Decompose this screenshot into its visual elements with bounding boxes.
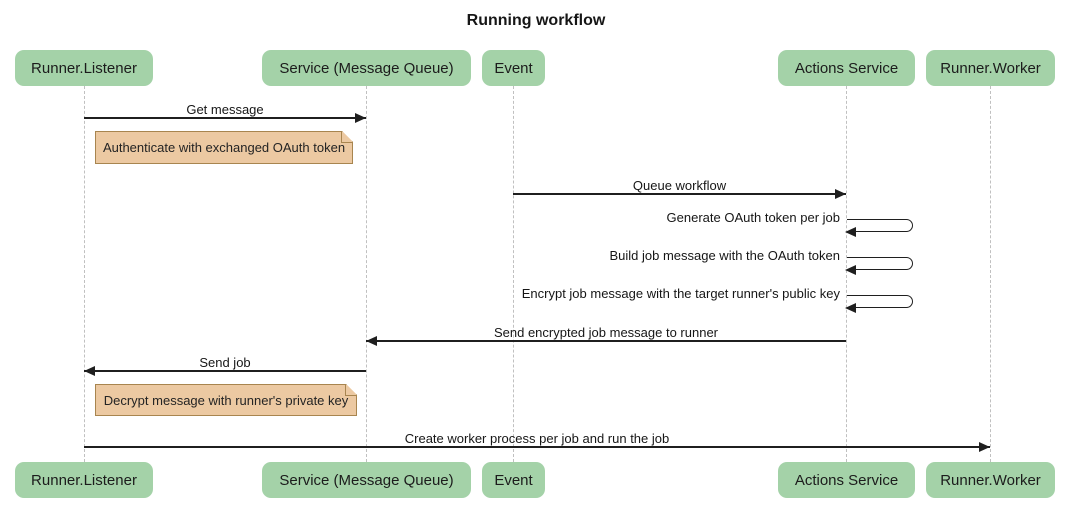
self-loop bbox=[845, 295, 913, 313]
message-line bbox=[84, 446, 990, 448]
arrowhead-icon bbox=[845, 303, 856, 313]
actor-label: Event bbox=[494, 59, 533, 77]
actor-runner-listener-top: Runner.Listener bbox=[15, 50, 153, 86]
actor-label: Service (Message Queue) bbox=[279, 59, 454, 77]
actor-runner-worker-bottom: Runner.Worker bbox=[926, 462, 1055, 498]
message-label-get-message: Get message bbox=[186, 102, 264, 117]
note-decrypt: Decrypt message with runner's private ke… bbox=[95, 384, 357, 416]
message-label-build-job-message: Build job message with the OAuth token bbox=[609, 248, 840, 263]
message-label-create-worker: Create worker process per job and run th… bbox=[404, 431, 670, 446]
message-line bbox=[84, 117, 366, 119]
note-text: Authenticate with exchanged OAuth token bbox=[102, 140, 346, 155]
arrowhead-icon bbox=[835, 189, 846, 199]
message-line bbox=[84, 370, 366, 372]
note-text: Decrypt message with runner's private ke… bbox=[103, 392, 349, 408]
actor-label: Actions Service bbox=[794, 471, 899, 489]
actor-label: Runner.Listener bbox=[31, 59, 137, 77]
actor-label: Runner.Worker bbox=[940, 471, 1041, 489]
actor-actions-service-top: Actions Service bbox=[778, 50, 915, 86]
actor-label: Runner.Listener bbox=[31, 471, 137, 489]
arrowhead-icon bbox=[979, 442, 990, 452]
lifeline-runner-worker bbox=[990, 86, 991, 462]
arrowhead-icon bbox=[84, 366, 95, 376]
note-fold-icon bbox=[345, 385, 356, 396]
message-label-generate-oauth-token: Generate OAuth token per job bbox=[666, 210, 840, 225]
message-line bbox=[366, 340, 846, 342]
lifeline-runner-listener bbox=[84, 86, 85, 462]
arrowhead-icon bbox=[355, 113, 366, 123]
message-label-encrypt-job-message: Encrypt job message with the target runn… bbox=[521, 286, 840, 301]
arrowhead-icon bbox=[845, 265, 856, 275]
actor-label: Service (Message Queue) bbox=[279, 471, 454, 489]
actor-event-bottom: Event bbox=[482, 462, 545, 498]
message-line bbox=[513, 193, 846, 195]
note-fold-icon bbox=[341, 132, 352, 143]
actor-label: Actions Service bbox=[794, 59, 899, 77]
message-label-send-encrypted: Send encrypted job message to runner bbox=[493, 325, 719, 340]
actor-event-top: Event bbox=[482, 50, 545, 86]
actor-service-message-queue-top: Service (Message Queue) bbox=[262, 50, 471, 86]
self-loop bbox=[845, 257, 913, 275]
actor-actions-service-bottom: Actions Service bbox=[778, 462, 915, 498]
arrowhead-icon bbox=[845, 227, 856, 237]
actor-runner-listener-bottom: Runner.Listener bbox=[15, 462, 153, 498]
actor-service-message-queue-bottom: Service (Message Queue) bbox=[262, 462, 471, 498]
diagram-title: Running workflow bbox=[466, 12, 606, 29]
self-loop bbox=[845, 219, 913, 237]
actor-label: Event bbox=[494, 471, 533, 489]
lifeline-event bbox=[513, 86, 514, 462]
lifeline-service-message-queue bbox=[366, 86, 367, 462]
note-authenticate: Authenticate with exchanged OAuth token bbox=[95, 131, 353, 164]
message-label-send-job: Send job bbox=[199, 355, 251, 370]
actor-label: Runner.Worker bbox=[940, 59, 1041, 77]
actor-runner-worker-top: Runner.Worker bbox=[926, 50, 1055, 86]
arrowhead-icon bbox=[366, 336, 377, 346]
message-label-queue-workflow: Queue workflow bbox=[632, 178, 727, 193]
